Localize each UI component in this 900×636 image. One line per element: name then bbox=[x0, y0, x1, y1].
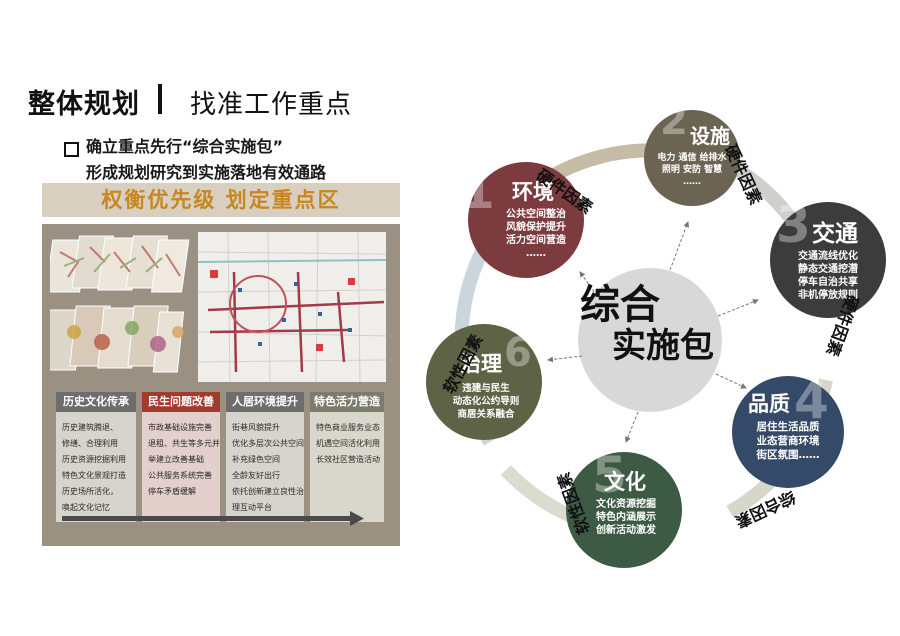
node-line: 街区氛围…… bbox=[756, 449, 820, 461]
node-line: 业态营商环境 bbox=[756, 435, 820, 447]
list-item: 历史资源挖掘利用 bbox=[62, 455, 126, 464]
column-heading-livelihood: 民生问题改善 bbox=[142, 392, 220, 412]
node-line: 文化资源挖掘 bbox=[596, 499, 656, 510]
node-title: 文化 bbox=[604, 470, 646, 494]
node-circle-governance bbox=[426, 324, 542, 440]
node-description: 违建与民生 动态化公约导则 商居关系融合 bbox=[438, 382, 534, 421]
node-line: 居住生活品质 bbox=[756, 421, 820, 433]
node-line: 公共空间整治 bbox=[506, 209, 566, 220]
district-map bbox=[198, 232, 386, 382]
plan-thumbnails-collage bbox=[50, 235, 190, 373]
column-list-history: 历史建筑腾退、 修缮、合理利用 历史资源挖掘利用 特色文化景观打造 历史场所活化… bbox=[56, 412, 136, 522]
list-item: 机遇空间活化利用 bbox=[316, 439, 380, 448]
node-number: 1 bbox=[460, 162, 495, 220]
node-circle-facilities bbox=[644, 110, 740, 206]
list-item: 市政基础设施完善 bbox=[148, 423, 212, 432]
center-title-line1: 综合 bbox=[580, 282, 660, 328]
node-circle-culture bbox=[566, 452, 682, 568]
node-line: …… bbox=[683, 177, 701, 187]
column-list-environment: 街巷风貌提升 优化多层次公共空间 补充绿色空间 全龄友好出行 依托创新建立良性治… bbox=[226, 412, 304, 522]
node-description: 居住生活品质 业态营商环境 街区氛围…… bbox=[738, 420, 838, 462]
thumbnail-stack-top bbox=[50, 235, 190, 293]
list-item: 历史场所活化， bbox=[62, 487, 118, 496]
center-circle bbox=[578, 268, 722, 412]
list-item: 补充绿色空间 bbox=[232, 455, 280, 464]
list-item: 理互动平台 bbox=[232, 503, 272, 512]
node-number: 5 bbox=[592, 446, 627, 504]
list-item: 停车矛盾缓解 bbox=[148, 487, 196, 496]
title-divider bbox=[158, 84, 162, 114]
cycle-diagram-graphics bbox=[426, 110, 886, 568]
priority-banner-text: 权衡优先级 划定重点区 bbox=[101, 188, 341, 212]
page-title: 整体规划 bbox=[28, 89, 140, 120]
list-item: 退租、共生等多元并 bbox=[148, 439, 220, 448]
node-line: 照明 安防 智慧 bbox=[661, 165, 723, 175]
node-description: 电力 通信 给排水 照明 安防 智慧 …… bbox=[648, 152, 736, 188]
node-line: 违建与民生 bbox=[462, 383, 510, 394]
center-title-line2: 实施包 bbox=[612, 326, 714, 366]
node-line: 活力空间营造 bbox=[506, 235, 566, 246]
node-circle-quality bbox=[732, 376, 844, 488]
node-line: …… bbox=[526, 248, 546, 259]
node-number: 3 bbox=[776, 196, 811, 254]
node-title: 治理 bbox=[460, 352, 502, 376]
node-title: 环境 bbox=[512, 180, 554, 204]
bullet-text: 确立重点先行“综合实施包” 形成规划研究到实施落地有效通路 bbox=[86, 134, 326, 186]
node-line: 商居关系融合 bbox=[457, 409, 515, 420]
list-item: 举建立改善基础 bbox=[148, 455, 204, 464]
checkbox-bullet-icon bbox=[64, 142, 79, 157]
node-title: 交通 bbox=[812, 221, 858, 247]
list-item: 特色文化景观打造 bbox=[62, 471, 126, 480]
node-line: 电力 通信 给排水 bbox=[657, 153, 727, 163]
node-number: 2 bbox=[660, 98, 688, 144]
list-item: 公共服务系统完善 bbox=[148, 471, 212, 480]
node-line: 非机停放规则 bbox=[798, 290, 858, 301]
list-item: 历史建筑腾退、 bbox=[62, 423, 118, 432]
list-item: 依托创新建立良性治 bbox=[232, 487, 304, 496]
node-description: 文化资源挖掘 特色内涵展示 创新活动激发 bbox=[578, 498, 674, 537]
page-subtitle: 找准工作重点 bbox=[190, 90, 353, 120]
node-line: 动态化公约导则 bbox=[452, 396, 520, 407]
node-number: 6 bbox=[504, 330, 532, 376]
node-line: 风貌保护提升 bbox=[506, 222, 566, 233]
node-title: 品质 bbox=[748, 392, 790, 416]
list-item: 特色商业服务业态 bbox=[316, 423, 380, 432]
node-line: 创新活动激发 bbox=[596, 525, 656, 536]
progress-arrow-icon bbox=[62, 511, 364, 526]
node-title: 设施 bbox=[690, 124, 730, 148]
node-description: 公共空间整治 风貌保护提升 活力空间营造 …… bbox=[490, 208, 582, 260]
bullet-line-2: 形成规划研究到实施落地有效通路 bbox=[86, 163, 327, 182]
column-heading-vitality: 特色活力营造 bbox=[310, 392, 384, 412]
list-item: 全龄友好出行 bbox=[232, 471, 280, 480]
priority-banner bbox=[42, 183, 400, 217]
node-line: 特色内涵展示 bbox=[596, 512, 656, 523]
column-heading-history: 历史文化传承 bbox=[56, 392, 136, 412]
list-item: 修缮、合理利用 bbox=[62, 439, 118, 448]
list-item: 街巷风貌提升 bbox=[232, 423, 280, 432]
node-line: 静态交通挖潜 bbox=[798, 264, 858, 275]
node-description: 交通流线优化 静态交通挖潜 停车自治共享 非机停放规则 bbox=[780, 250, 876, 302]
thumbnail-stack-bottom bbox=[50, 305, 185, 373]
list-item: 长效社区营造活动 bbox=[316, 455, 380, 464]
bullet-line-1: 确立重点先行“综合实施包” bbox=[86, 137, 284, 156]
list-item: 唤起文化记忆 bbox=[62, 503, 110, 512]
node-number: 4 bbox=[794, 372, 829, 430]
node-circle-environment bbox=[468, 162, 584, 278]
column-heading-environment: 人居环境提升 bbox=[226, 392, 304, 412]
node-line: 停车自治共享 bbox=[798, 277, 858, 288]
column-list-vitality: 特色商业服务业态 机遇空间活化利用 长效社区营造活动 bbox=[310, 412, 384, 522]
list-item: 优化多层次公共空间 bbox=[232, 439, 304, 448]
node-circle-transport bbox=[770, 202, 886, 318]
node-line: 交通流线优化 bbox=[798, 251, 858, 262]
column-list-livelihood: 市政基础设施完善 退租、共生等多元并 举建立改善基础 公共服务系统完善 停车矛盾… bbox=[142, 412, 220, 522]
